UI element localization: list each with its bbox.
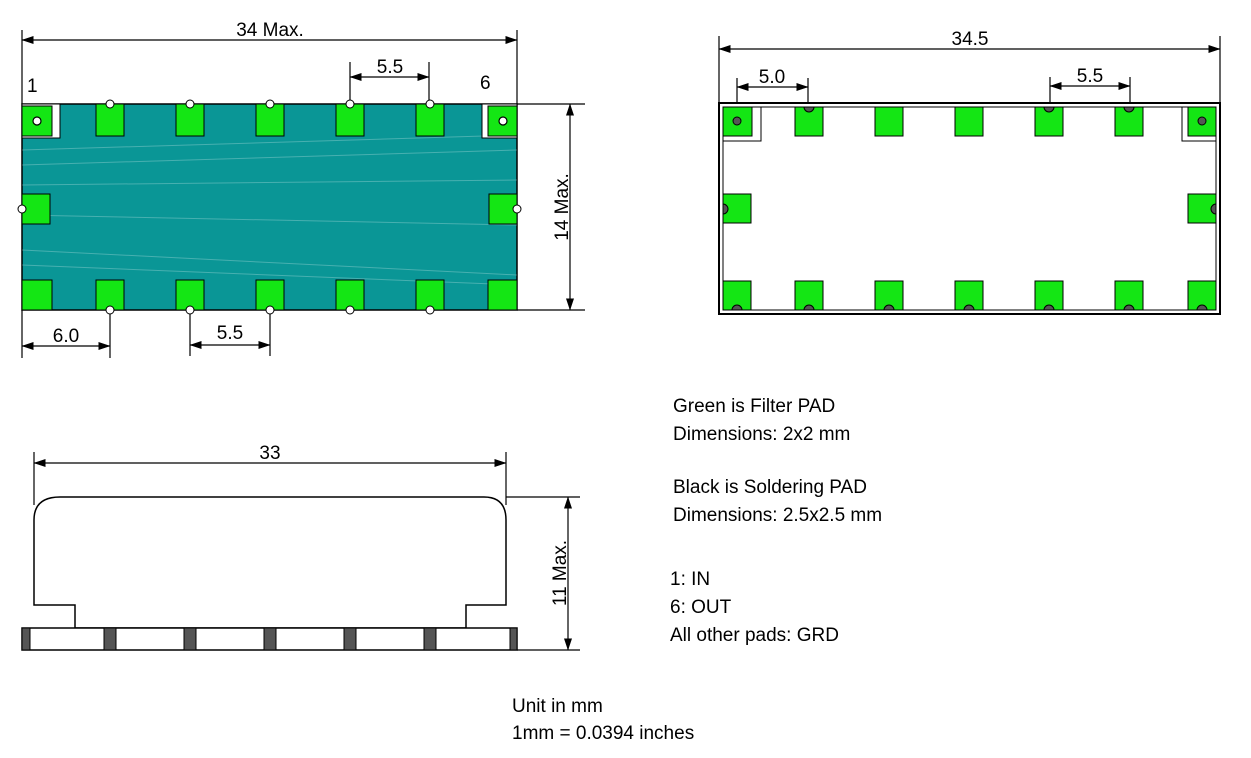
sv-body-outline: [33, 496, 507, 629]
unit-note-1: Unit in mm: [512, 696, 603, 717]
bv-solder-left-mid: [722, 203, 729, 215]
pin-note-other: All other pads: GRD: [670, 625, 839, 646]
top-pad-1-dot: [32, 116, 42, 126]
top-pad-left-mid: [21, 193, 51, 225]
side-view: 33 11 Max.: [21, 443, 580, 651]
pin-1-label: 1: [27, 76, 38, 97]
bv-solder-right-mid: [1210, 203, 1217, 215]
top-dim-pitch-bottom: 5.5: [217, 323, 243, 344]
top-pad-right-mid: [488, 193, 518, 225]
pin-6-label: 6: [480, 73, 491, 94]
bv-body-outer: [718, 102, 1221, 315]
legend-black-line2: Dimensions: 2.5x2.5 mm: [673, 505, 883, 526]
pin-note-6: 6: OUT: [670, 597, 732, 618]
sv-dim-length: 33: [259, 443, 280, 464]
unit-note-2: 1mm = 0.0394 inches: [512, 723, 695, 744]
bv-pad-1-dot: [732, 116, 742, 126]
top-dim-length: 34 Max.: [236, 20, 304, 41]
top-pad-1: [21, 105, 53, 137]
bv-dim-pitch: 5.5: [1077, 66, 1103, 87]
bottom-view: 34.5 5.0 5.5: [718, 29, 1221, 315]
top-dim-pitch: 5.5: [377, 57, 403, 78]
top-notch-right-mid: [512, 204, 522, 214]
pin-note-1: 1: IN: [670, 569, 711, 590]
top-notch-left-mid: [17, 204, 27, 214]
top-body: [21, 103, 518, 311]
legend-green-line1: Green is Filter PAD: [673, 396, 836, 417]
top-pad-6-dot: [498, 116, 508, 126]
bv-dim-edge: 5.0: [759, 67, 785, 88]
bv-dim-length: 34.5: [952, 29, 989, 50]
bv-top-solder: [803, 106, 1135, 113]
legend-black-line1: Black is Soldering PAD: [673, 477, 867, 498]
top-dim-edge: 6.0: [53, 326, 79, 347]
top-dim-height: 14 Max.: [552, 173, 573, 241]
bv-pad-6-dot: [1197, 116, 1207, 126]
legend-green-line2: Dimensions: 2x2 mm: [673, 424, 851, 445]
bv-bottom-solder: [731, 304, 1208, 311]
top-view: 34 Max. 5.5 1 6: [17, 20, 585, 358]
top-row-notches: [105, 99, 435, 109]
sv-dim-height: 11 Max.: [550, 540, 571, 606]
bottom-row-pads: [21, 279, 518, 311]
sv-base-pads: [21, 627, 518, 651]
